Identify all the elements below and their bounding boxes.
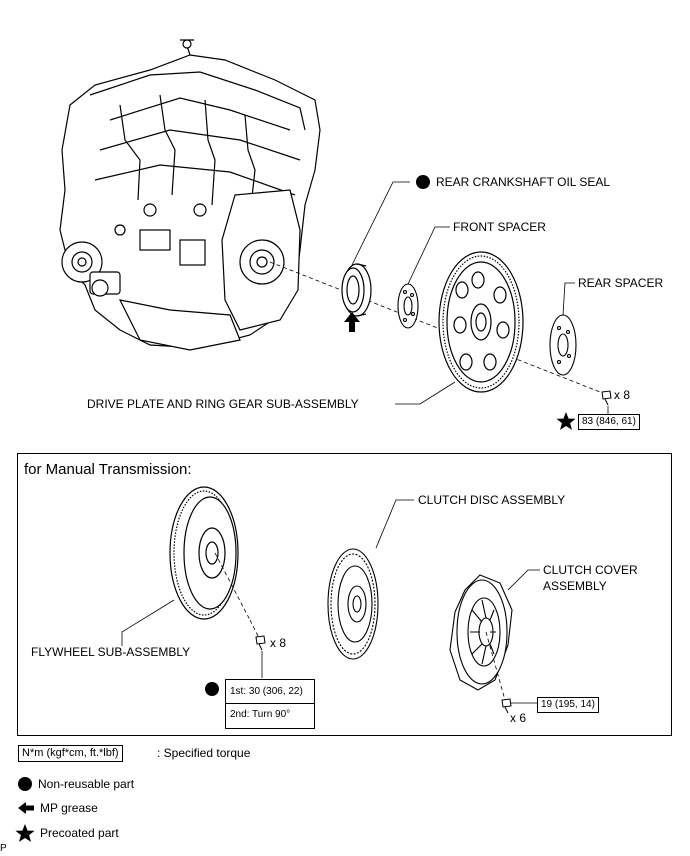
flywheel-bolt <box>255 635 266 651</box>
drive-plate-leader <box>395 381 456 405</box>
clutch-disc-leader <box>375 499 414 549</box>
legend-torque-text: : Specified torque <box>157 746 251 760</box>
clutch-cover-bolt-qty: x 6 <box>510 711 527 725</box>
label-clutch-cover-line2: ASSEMBLY <box>543 579 607 593</box>
legend-precoated: Precoated part <box>40 826 119 840</box>
rear-crankshaft-oil-seal <box>341 263 372 317</box>
legend-non-reusable: Non-reusable part <box>38 777 135 791</box>
label-rear-spacer: REAR SPACER <box>578 276 664 290</box>
mp-grease-arrow-icon <box>344 312 360 332</box>
non-reusable-dot-icon <box>205 682 219 696</box>
rear-spacer-leader <box>562 282 575 316</box>
flywheel-torque-step2: 2nd: Turn 90° <box>230 709 291 720</box>
legend-torque-box: N*m (kgf*cm, ft.*lbf) <box>18 745 123 762</box>
non-reusable-dot-icon <box>416 175 430 189</box>
bolt-qty-top: x 8 <box>614 388 631 402</box>
flywheel-bolt-qty: x 8 <box>270 636 287 650</box>
mp-grease-legend-icon <box>18 802 34 814</box>
flywheel-torque-step1: 1st: 30 (306, 22) <box>230 686 303 697</box>
axis-line <box>269 261 601 393</box>
front-spacer <box>397 283 419 329</box>
torque-top: 83 (846, 61) <box>578 414 640 430</box>
flywheel-torque-box: 1st: 30 (306, 22) 2nd: Turn 90° <box>225 679 315 729</box>
engine-illustration <box>59 39 321 351</box>
clutch-cover <box>449 574 513 691</box>
clutch-disc <box>327 548 379 660</box>
rear-spacer <box>549 314 577 376</box>
clutch-cover-leader <box>507 569 540 591</box>
drive-plate-bolt <box>601 390 612 406</box>
precoated-legend-icon <box>15 824 35 842</box>
non-reusable-legend-icon <box>18 777 32 791</box>
corner-mark: P <box>0 843 7 854</box>
legend-mp-grease: MP grease <box>40 801 98 815</box>
clutch-cover-bolt <box>501 698 512 714</box>
label-front-spacer: FRONT SPACER <box>453 220 546 234</box>
label-clutch-disc: CLUTCH DISC ASSEMBLY <box>418 493 566 507</box>
seal-leader <box>351 181 410 266</box>
flywheel-leader <box>121 599 175 646</box>
front-spacer-leader <box>407 226 450 285</box>
precoated-star-icon <box>556 412 576 430</box>
label-drive-plate: DRIVE PLATE AND RING GEAR SUB-ASSEMBLY <box>87 397 359 411</box>
manual-transmission-frame <box>17 453 672 736</box>
manual-transmission-title: for Manual Transmission: <box>24 461 192 478</box>
flywheel <box>169 486 239 620</box>
label-rear-crankshaft-oil-seal: REAR CRANKSHAFT OIL SEAL <box>436 175 611 189</box>
drive-plate-ring-gear <box>438 251 524 393</box>
label-flywheel: FLYWHEEL SUB-ASSEMBLY <box>31 645 191 659</box>
clutch-cover-torque: 19 (195, 14) <box>537 697 599 713</box>
label-clutch-cover-line1: CLUTCH COVER <box>543 563 638 577</box>
